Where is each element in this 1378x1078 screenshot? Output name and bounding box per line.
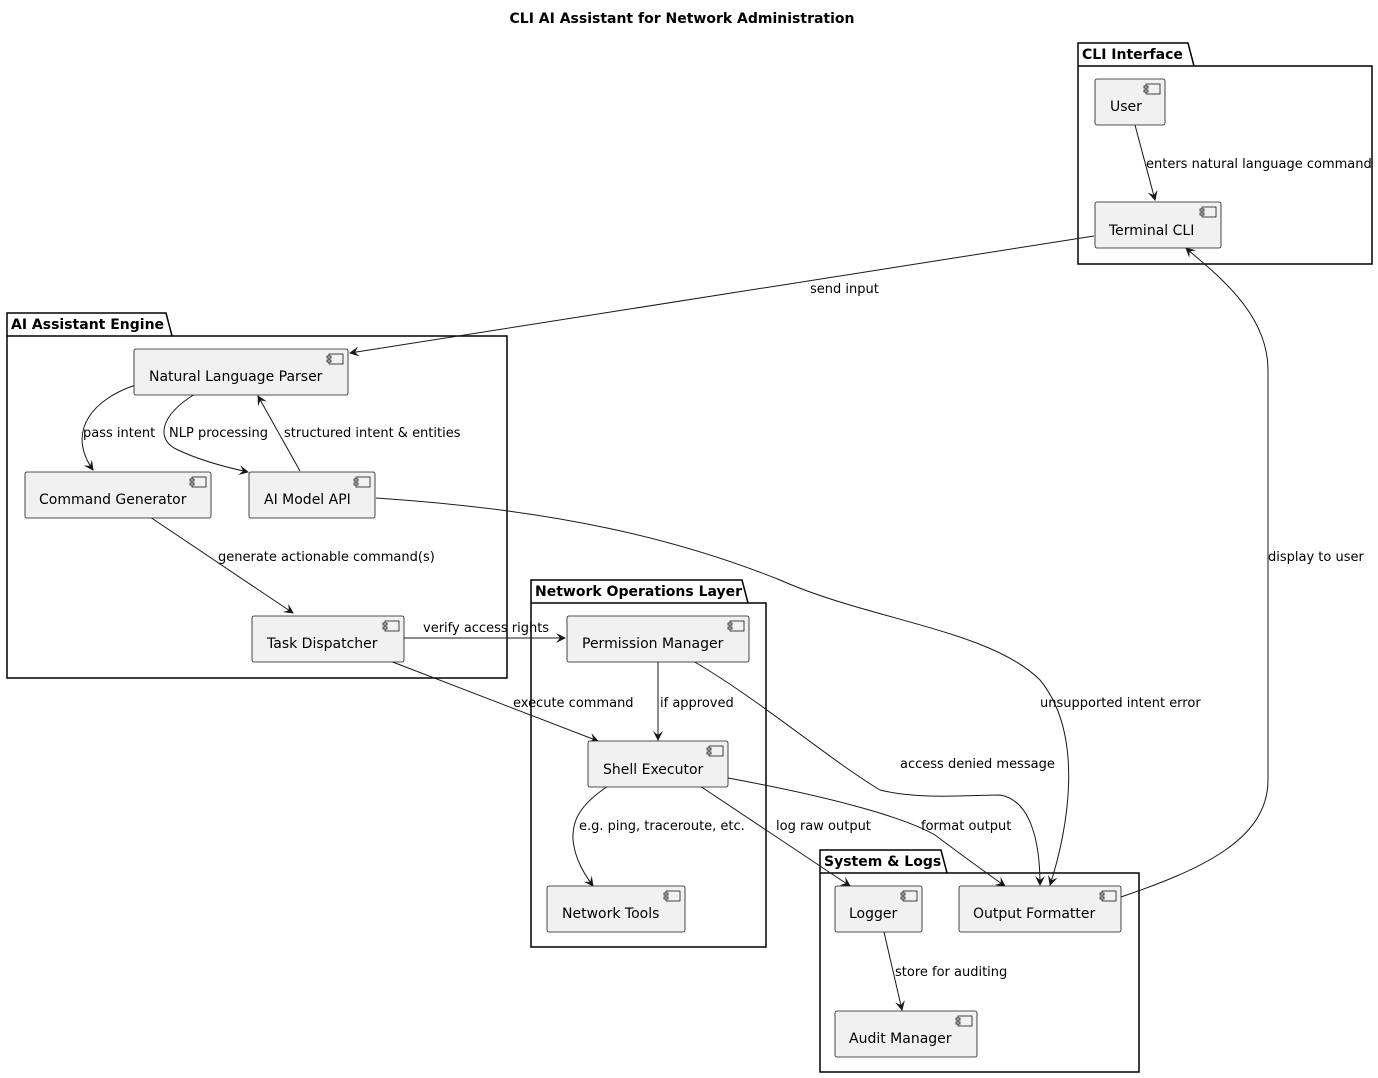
component-shell-executor: Shell Executor	[587, 740, 729, 788]
edge-command-generator-to-dispatcher: generate actionable command(s)	[149, 516, 435, 614]
component-network-tools: Network Tools	[546, 885, 686, 933]
edge-ai-model-api-to-output-formatter: unsupported intent error	[375, 497, 1201, 886]
component-label: Logger	[849, 906, 898, 922]
edge-label: store for auditing	[895, 965, 1007, 980]
component-label: Terminal CLI	[1108, 223, 1194, 239]
edge-label: unsupported intent error	[1040, 696, 1201, 711]
edge-label: access denied message	[900, 757, 1055, 772]
component-icon	[1099, 890, 1117, 902]
component-icon	[1143, 83, 1161, 95]
component-audit-manager: Audit Manager	[834, 1010, 978, 1058]
component-icon	[727, 620, 745, 632]
edge-label: pass intent	[83, 426, 155, 441]
package-label: System & Logs	[824, 854, 941, 870]
component-icon	[706, 745, 724, 757]
edge-label: log raw output	[776, 819, 871, 834]
edge-dispatcher-to-shell-executor: execute command	[389, 660, 634, 743]
edge-output-formatter-to-terminal: display to user	[1120, 247, 1364, 898]
component-icon	[900, 890, 918, 902]
component-label: Shell Executor	[603, 762, 704, 778]
component-label: Permission Manager	[582, 636, 724, 652]
edge-label: send input	[810, 282, 879, 297]
edge-label: if approved	[660, 696, 734, 711]
edge-shell-executor-to-logger: log raw output	[699, 785, 871, 887]
diagram-title: CLI AI Assistant for Network Administrat…	[510, 11, 855, 27]
component-task-dispatcher: Task Dispatcher	[251, 615, 405, 663]
edge-permission-manager-to-shell-executor: if approved	[653, 661, 734, 741]
component-icon	[353, 476, 371, 488]
edge-label: display to user	[1268, 550, 1364, 565]
component-permission-manager: Permission Manager	[566, 615, 750, 663]
component-ai-model-api: AI Model API	[248, 471, 376, 519]
component-label: Audit Manager	[849, 1031, 952, 1047]
component-user: User	[1094, 78, 1166, 126]
edge-label: enters natural language command	[1146, 157, 1372, 172]
component-natural-language-parser: Natural Language Parser	[133, 348, 349, 396]
edge-parser-to-ai-model-api: NLP processing	[163, 393, 268, 476]
component-label: Natural Language Parser	[149, 369, 323, 385]
component-label: Command Generator	[39, 492, 187, 508]
edge-terminal-to-parser: send input	[349, 235, 1095, 357]
component-terminal-cli: Terminal CLI	[1094, 201, 1222, 249]
edge-permission-manager-to-output-formatter: access denied message	[692, 660, 1055, 886]
edge-parser-to-command-generator: pass intent	[81, 384, 155, 471]
component-icon	[663, 890, 681, 902]
component-label: AI Model API	[264, 492, 351, 508]
component-icon	[382, 620, 400, 632]
package-cli-interface: CLI Interface	[1077, 42, 1373, 265]
package-system-and-logs: System & Logs	[819, 849, 1140, 1073]
edge-logger-to-audit-manager: store for auditing	[883, 931, 1007, 1011]
package-label: CLI Interface	[1082, 47, 1183, 63]
edge-label: generate actionable command(s)	[218, 550, 435, 565]
component-icon	[189, 476, 207, 488]
edge-shell-executor-to-network-tools: e.g. ping, traceroute, etc.	[572, 785, 745, 887]
component-command-generator: Command Generator	[24, 471, 212, 519]
component-output-formatter: Output Formatter	[958, 885, 1122, 933]
component-label: Output Formatter	[973, 906, 1096, 922]
component-icon	[326, 353, 344, 365]
edge-label: structured intent & entities	[284, 426, 461, 441]
edge-user-to-terminal: enters natural language command	[1134, 124, 1372, 201]
edge-label: verify access rights	[423, 621, 549, 636]
edge-label: NLP processing	[169, 426, 268, 441]
package-label: AI Assistant Engine	[11, 317, 164, 333]
component-label: Network Tools	[562, 906, 659, 922]
component-label: User	[1110, 99, 1142, 115]
component-icon	[955, 1015, 973, 1027]
component-logger: Logger	[834, 885, 923, 933]
package-network-operations-layer: Network Operations Layer	[530, 579, 767, 948]
package-ai-assistant-engine: AI Assistant Engine	[6, 312, 508, 679]
component-icon	[1199, 206, 1217, 218]
edge-label: e.g. ping, traceroute, etc.	[579, 819, 745, 834]
edge-dispatcher-to-permission-manager: verify access rights	[404, 621, 566, 643]
edge-ai-model-api-to-parser: structured intent & entities	[257, 395, 461, 472]
edge-label: execute command	[513, 696, 634, 711]
edge-label: format output	[921, 819, 1011, 834]
package-label: Network Operations Layer	[535, 584, 742, 600]
component-label: Task Dispatcher	[266, 636, 378, 652]
edge-shell-executor-to-output-formatter: format output	[727, 777, 1011, 887]
